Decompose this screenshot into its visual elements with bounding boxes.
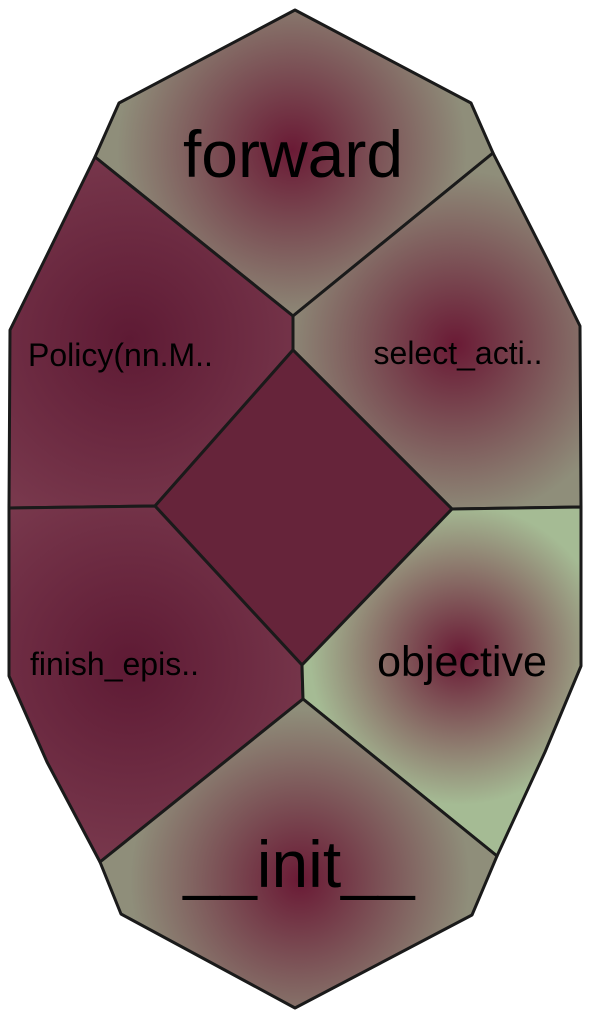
cell-label-policy: Policy(nn.M.. xyxy=(28,337,213,373)
cell-objective[interactable]: objective xyxy=(300,505,583,858)
cell-finish-episode[interactable]: finish_epis.. xyxy=(7,504,305,864)
cell-policy[interactable]: Policy(nn.M.. xyxy=(7,155,295,510)
cell-label-init: __init__ xyxy=(182,827,415,901)
cell-label-objective: objective xyxy=(377,638,547,686)
cell-forward[interactable]: forward xyxy=(93,8,495,318)
cell-label-select-action: select_acti.. xyxy=(374,335,543,371)
cell-init[interactable]: __init__ xyxy=(98,697,499,1010)
cell-label-finish-episode: finish_epis.. xyxy=(30,646,199,682)
cell-label-forward: forward xyxy=(183,117,403,191)
